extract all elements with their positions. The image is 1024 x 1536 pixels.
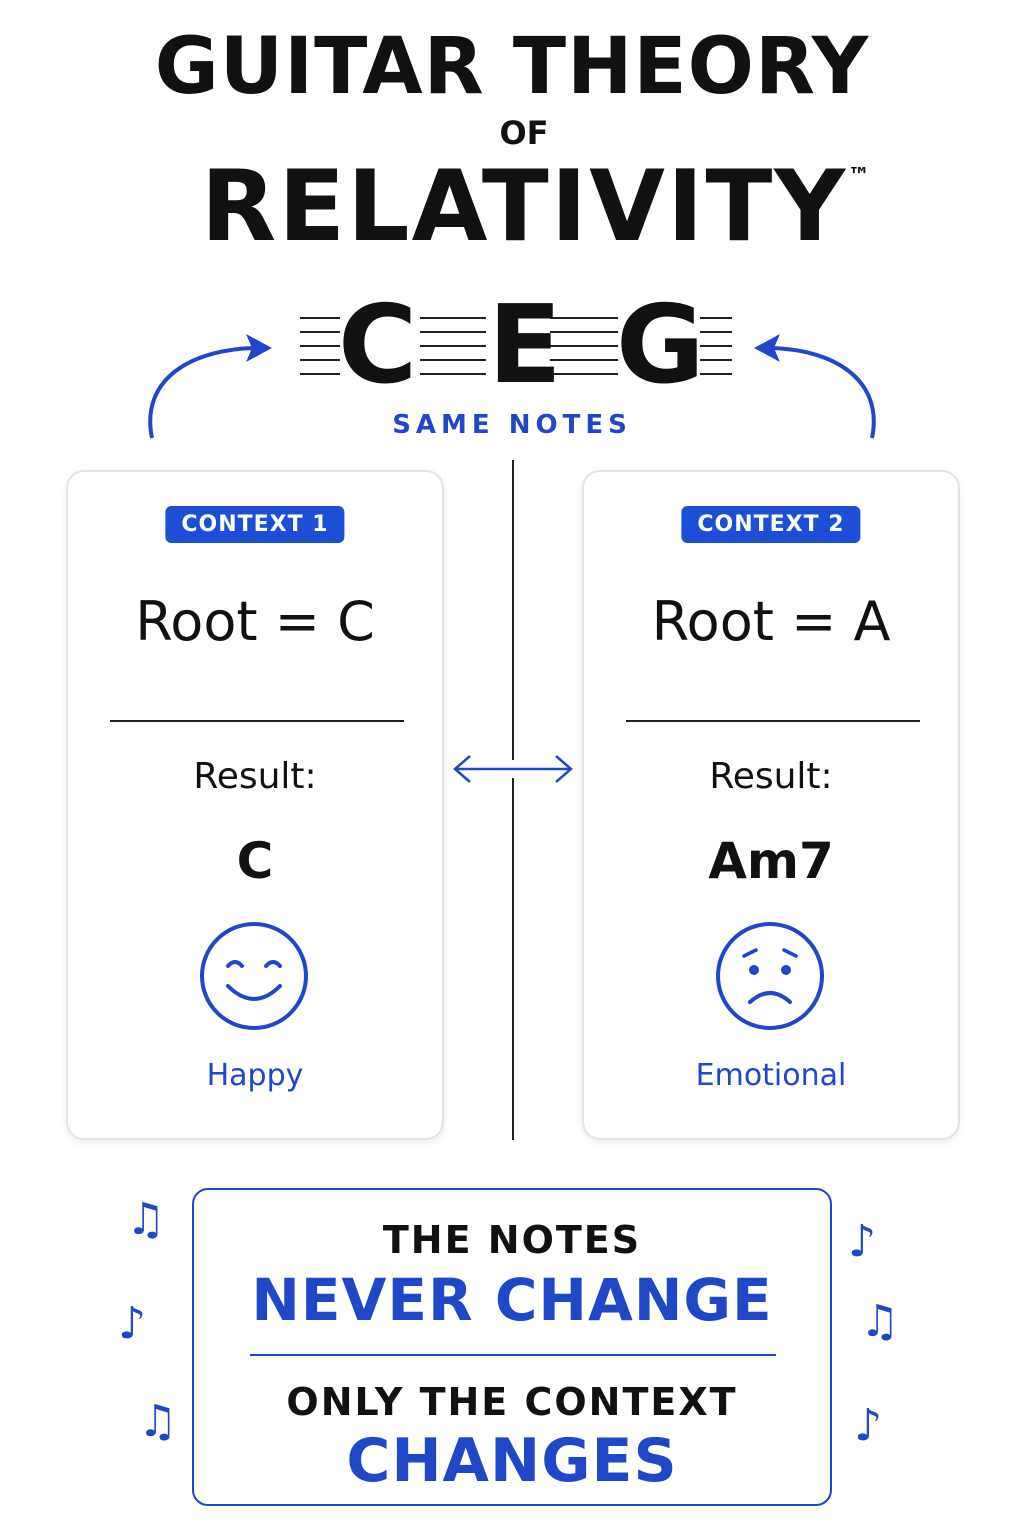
- sad-face-icon: [716, 922, 824, 1030]
- curved-arrows-icon: [148, 334, 876, 439]
- result-label: Result:: [193, 756, 317, 797]
- music-note-icon: ♪: [118, 1298, 147, 1349]
- mood-label: Emotional: [695, 1058, 847, 1093]
- summary-divider: [250, 1354, 776, 1356]
- context-badge: CONTEXT 1: [165, 506, 345, 543]
- root-label: Root = C: [135, 590, 375, 653]
- same-notes-label: SAME NOTES: [392, 410, 632, 440]
- context-card-2: CONTEXT 2 Root = A Result: Am7 Emotional: [582, 470, 960, 1140]
- trademark-symbol: ™: [848, 164, 870, 189]
- card-divider: [626, 720, 920, 722]
- music-note-icon: ♪: [848, 1216, 877, 1267]
- music-note-icon: ♪: [854, 1400, 883, 1451]
- mood-label: Happy: [206, 1058, 304, 1093]
- music-notes-icon: ♫: [138, 1396, 178, 1447]
- center-divider: [512, 460, 514, 1140]
- title-line-3: RELATIVITY: [200, 150, 848, 264]
- summary-line-4: CHANGES: [346, 1426, 678, 1496]
- summary-line-2: NEVER CHANGE: [251, 1266, 773, 1334]
- root-label: Root = A: [651, 590, 891, 653]
- music-notes-icon: ♫: [860, 1296, 900, 1347]
- title-of: OF: [499, 114, 549, 152]
- chord-name: C: [236, 832, 274, 890]
- note-e: E: [488, 283, 562, 408]
- summary-line-3: ONLY THE CONTEXT: [286, 1380, 738, 1424]
- context-card-1: CONTEXT 1 Root = C Result: C Happy: [66, 470, 444, 1140]
- note-c: C: [338, 283, 418, 408]
- title-line-1: GUITAR THEORY: [154, 22, 870, 112]
- card-divider: [110, 720, 404, 722]
- summary-line-1: THE NOTES: [382, 1218, 642, 1262]
- result-label: Result:: [709, 756, 833, 797]
- staff-lines: [300, 310, 732, 382]
- chord-name: Am7: [708, 832, 834, 890]
- double-arrow-icon: [453, 755, 573, 783]
- context-badge: CONTEXT 2: [681, 506, 861, 543]
- summary-box: THE NOTES NEVER CHANGE ONLY THE CONTEXT …: [192, 1188, 832, 1506]
- happy-face-icon: [200, 922, 308, 1030]
- note-g: G: [616, 283, 705, 408]
- music-notes-icon: ♫: [126, 1194, 166, 1245]
